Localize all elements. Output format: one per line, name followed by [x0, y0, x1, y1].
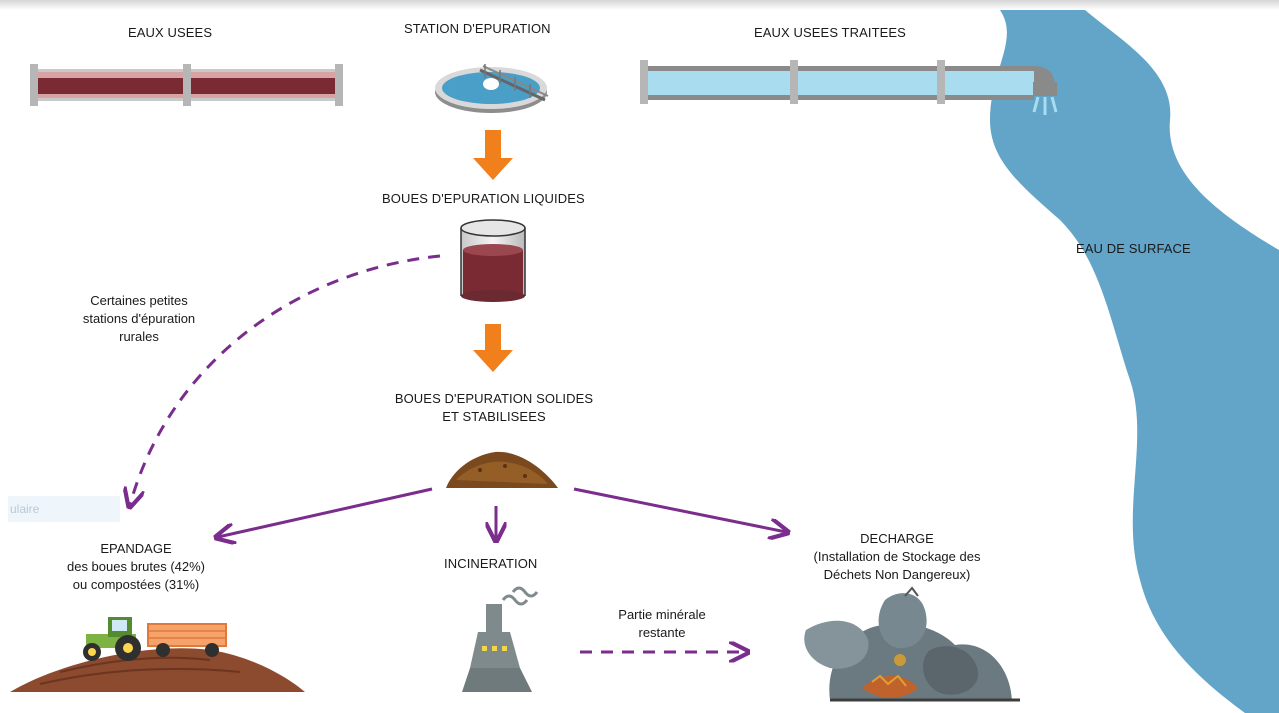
label-epandage-line3: ou compostées (31%) — [72, 577, 200, 592]
label-petites-line2: stations d'épuration — [82, 311, 196, 326]
label-partie-line2: restante — [638, 625, 686, 640]
label-partie-minerale: Partie minérale restante — [594, 606, 730, 642]
field-tractor-icon — [10, 617, 305, 692]
label-boues-solides-line2: ET STABILISEES — [442, 409, 546, 424]
sludge-pile-icon — [446, 451, 558, 488]
label-decharge: DECHARGE (Installation de Stockage des D… — [776, 530, 1018, 584]
treatment-basin-icon — [435, 64, 549, 113]
sludge-tank-icon — [460, 219, 526, 302]
label-decharge-line2: (Installation de Stockage des — [813, 549, 981, 564]
wastewater-pipe-icon — [30, 64, 343, 106]
label-epandage: EPANDAGE des boues brutes (42%) ou compo… — [38, 540, 234, 594]
label-petites-stations: Certaines petites stations d'épuration r… — [64, 292, 214, 346]
label-eau-surface: EAU DE SURFACE — [1076, 241, 1191, 256]
incinerator-icon — [462, 586, 539, 692]
top-shade — [0, 0, 1279, 10]
label-incineration: INCINERATION — [444, 556, 538, 571]
label-epandage-line1: EPANDAGE — [100, 541, 172, 556]
label-station-epuration: STATION D'EPURATION — [404, 21, 551, 36]
landfill-waste-icon — [804, 586, 1020, 702]
label-boues-solides-line1: BOUES D'EPURATION SOLIDES — [394, 391, 594, 406]
treated-pipe-icon — [640, 60, 1058, 115]
label-decharge-line1: DECHARGE — [860, 531, 934, 546]
arrow-to-decharge — [573, 487, 786, 532]
label-petites-line1: Certaines petites — [90, 293, 188, 308]
arrow-liquid-to-solid — [473, 324, 513, 372]
faded-overlay-text: ulaire — [8, 496, 120, 522]
label-boues-solides: BOUES D'EPURATION SOLIDES ET STABILISEES — [376, 390, 612, 426]
label-epandage-line2: des boues brutes (42%) — [66, 559, 206, 574]
label-partie-line1: Partie minérale — [618, 607, 706, 622]
arrow-to-epandage — [218, 487, 433, 537]
label-boues-liquides: BOUES D'EPURATION LIQUIDES — [382, 191, 585, 206]
river-icon — [990, 10, 1279, 713]
label-eaux-usees: EAUX USEES — [128, 25, 213, 40]
dashed-arrow-small-stations — [130, 254, 441, 505]
arrow-station-to-liquid — [473, 130, 513, 180]
label-petites-line3: rurales — [119, 329, 159, 344]
label-decharge-line3: Déchets Non Dangereux) — [823, 567, 971, 582]
label-eaux-traitees: EAUX USEES TRAITEES — [754, 25, 906, 40]
